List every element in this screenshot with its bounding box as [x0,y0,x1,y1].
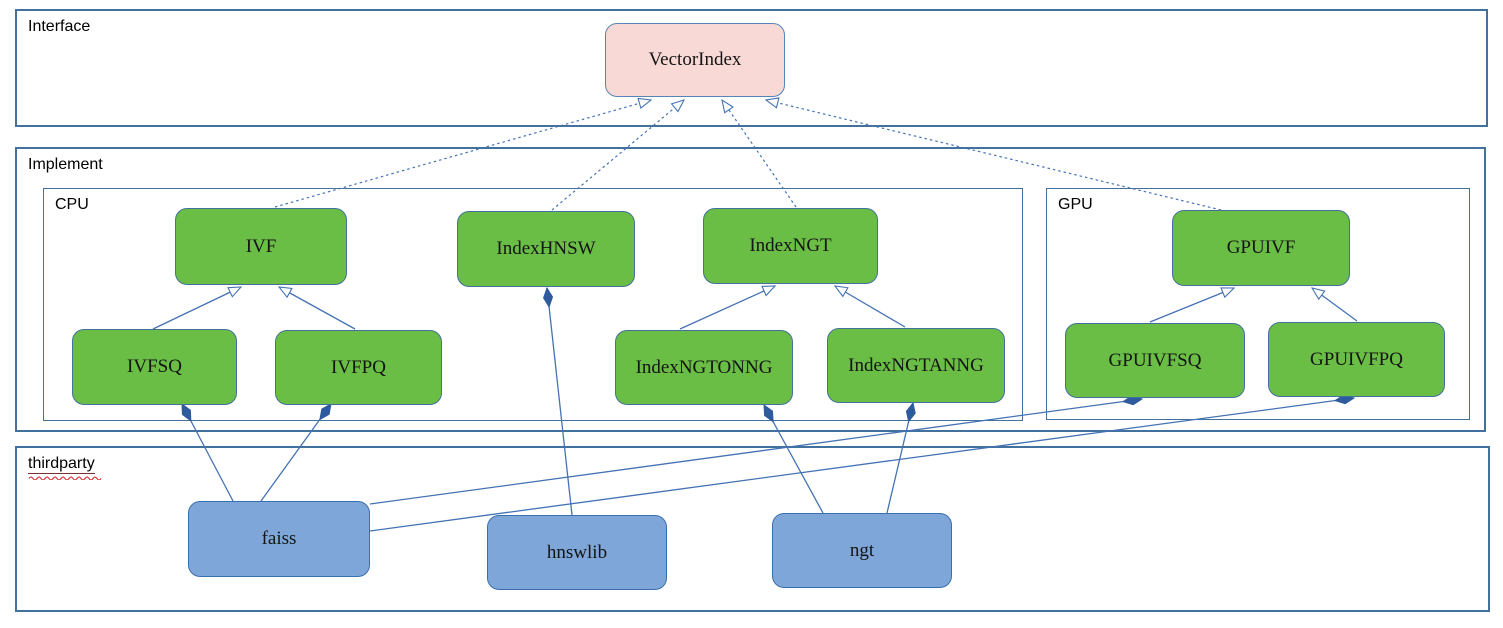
node-gpuivf[interactable]: GPUIVF [1172,210,1350,286]
node-ivfpq[interactable]: IVFPQ [275,330,442,405]
edge-indexhnsw-vectorindex[interactable] [551,100,684,211]
edge-indexngtanng-indexngt[interactable] [835,286,906,328]
node-gpuivfsq-label: GPUIVFSQ [1108,349,1202,371]
container-implement-label: Implement [28,156,103,173]
node-ngt-label: ngt [849,539,875,561]
container-implement[interactable]: Implement [15,147,1486,432]
node-indexngt[interactable]: IndexNGT [703,208,878,284]
node-gpuivfpq[interactable]: GPUIVFPQ [1268,322,1445,397]
node-indexngtanng[interactable]: IndexNGTANNG [827,328,1005,403]
edge-gpuivfpq-gpuivf[interactable] [1312,288,1358,322]
container-cpu-label: CPU [55,196,89,213]
edge-hnswlib-indexhnsw[interactable] [547,288,573,516]
thirdparty-label-text: thirdparty [28,455,95,474]
node-indexngtanng-label: IndexNGTANNG [848,354,984,376]
container-gpu-label: GPU [1058,196,1093,213]
edge-faiss-ivfpq[interactable] [260,404,331,502]
edge-ivfsq-ivf[interactable] [152,287,241,330]
node-ivfsq[interactable]: IVFSQ [72,329,237,405]
edge-indexngt-vectorindex[interactable] [722,100,797,208]
node-hnswlib-label: hnswlib [546,541,608,563]
edge-ngt-indexngtanng[interactable] [886,403,913,514]
node-indexngtonng[interactable]: IndexNGTONNG [615,330,793,405]
container-gpu[interactable]: GPU [1046,188,1470,420]
node-indexngtonng-label: IndexNGTONNG [635,356,773,378]
node-faiss[interactable]: faiss [188,501,370,577]
container-interface[interactable]: Interface [15,9,1488,127]
node-faiss-label: faiss [261,528,297,549]
node-vectorindex[interactable]: VectorIndex [605,23,785,97]
node-ivf[interactable]: IVF [175,208,347,285]
edge-gpuivfsq-gpuivf[interactable] [1149,288,1234,323]
node-gpuivfsq[interactable]: GPUIVFSQ [1065,323,1245,398]
edge-ivfpq-ivf[interactable] [279,287,356,330]
node-gpuivfpq-label: GPUIVFPQ [1310,348,1403,370]
edge-faiss-gpuivfpq[interactable] [369,398,1354,532]
node-ngt[interactable]: ngt [772,513,952,588]
spellcheck-squiggle-icon [28,476,102,480]
container-cpu[interactable]: CPU [43,188,1023,421]
node-hnswlib[interactable]: hnswlib [487,515,667,590]
edge-gpuivf-vectorindex[interactable] [766,100,1222,211]
edge-ivf-vectorindex[interactable] [274,100,651,208]
edge-indexngtonng-indexngt[interactable] [679,285,775,330]
container-thirdparty[interactable]: thirdparty [15,446,1490,612]
edge-ngt-indexngtonng[interactable] [763,405,824,514]
node-indexngt-label: IndexNGT [749,235,832,256]
container-thirdparty-label: thirdparty [28,455,102,480]
node-ivfsq-label: IVFSQ [127,356,182,377]
node-ivfpq-label: IVFPQ [331,356,386,378]
node-indexhnsw-label: IndexHNSW [496,238,596,259]
edge-faiss-gpuivfsq[interactable] [369,399,1142,505]
node-vectorindex-label: VectorIndex [648,49,742,70]
container-interface-label: Interface [28,18,91,35]
node-indexhnsw[interactable]: IndexHNSW [457,211,635,287]
edge-faiss-ivfsq[interactable] [181,404,234,502]
node-ivf-label: IVF [245,235,277,257]
node-gpuivf-label: GPUIVF [1226,237,1296,258]
